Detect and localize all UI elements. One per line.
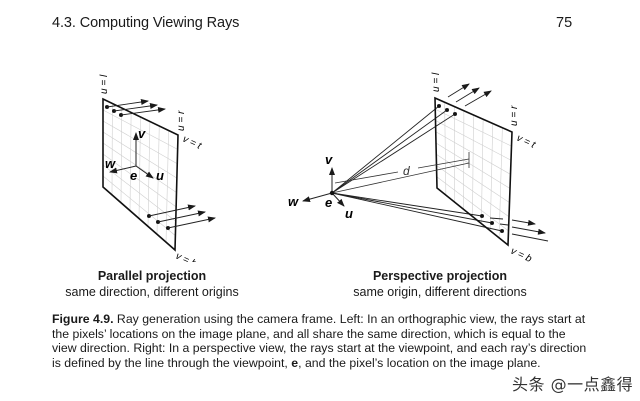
perspective-projection-description: same origin, different directions [353,285,527,299]
page-header-section-title: 4.3. Computing Viewing Rays [52,15,240,31]
viewpoint-e [329,190,335,196]
axis-w-label: w [105,156,116,171]
figure-caption: Figure 4.9. Ray generation using the cam… [52,312,592,370]
axis-u-label: u [156,168,164,183]
distance-d-indicator [331,152,470,194]
u-equals-r-label: u = r [509,105,520,126]
origin-e-label: e [325,195,332,210]
perspective-rays-top [331,83,492,194]
distance-d-label: d [403,164,410,178]
axis-u-label: u [345,206,353,221]
grid-line [102,120,178,165]
image-plane [102,97,179,252]
parallel-projection-description: same direction, different origins [65,285,239,299]
axis-w-label: w [288,194,299,209]
u-equals-r-label: u = r [176,110,187,131]
v-equals-b-label: v = b [509,246,534,262]
grid-line [436,176,509,232]
u-equals-l-label: u = l [431,72,442,92]
caption-text-part1: Ray generation using the camera frame. L… [52,312,587,370]
perspective-projection-title: Perspective projection [372,269,508,283]
grid-line [102,131,178,179]
perspective-rays-bottom [331,192,549,242]
grid-line [435,120,512,161]
caption-text-part2: , and the pixel’s location on the image … [298,355,541,370]
grid-line [102,109,178,150]
figure-label: Figure 4.9. [52,312,114,326]
camera-frame-axes [302,167,345,207]
grid-line [102,153,177,208]
u-equals-l-label: u = l [99,74,110,94]
image-plane-grid [102,103,178,243]
camera-frame-axes [109,132,154,179]
axis-v-label: v [325,152,333,167]
grid-line [435,108,512,147]
v-equals-t-label: v = t [515,133,538,152]
v-equals-b-label: v = b [174,251,199,262]
parallel-projection-title: Parallel projection [97,269,207,283]
grid-line [102,175,176,236]
axis-v-label: v [138,126,146,141]
page-number: 75 [556,15,573,31]
grid-line [435,142,511,189]
grid-line [435,131,511,175]
parallel-rays-top [104,99,166,118]
ray-generation-figure: v w e u u = l u = r v = t v = b [99,72,549,262]
grid-line [436,165,510,217]
parallel-projection-diagram: v w e u u = l u = r v = t v = b [99,74,216,262]
origin-e-label: e [130,168,137,183]
image-plane [434,96,513,247]
watermark: 头条 @一点鑫得 [512,375,634,394]
perspective-projection-diagram: d v w e u u = l u = r v = t v = b [288,72,549,262]
grid-line [102,164,176,222]
parallel-rays-bottom [146,204,216,231]
caption-bold-e: e [291,355,299,370]
grid-line [102,142,177,193]
v-equals-t-label: v = t [181,134,204,153]
